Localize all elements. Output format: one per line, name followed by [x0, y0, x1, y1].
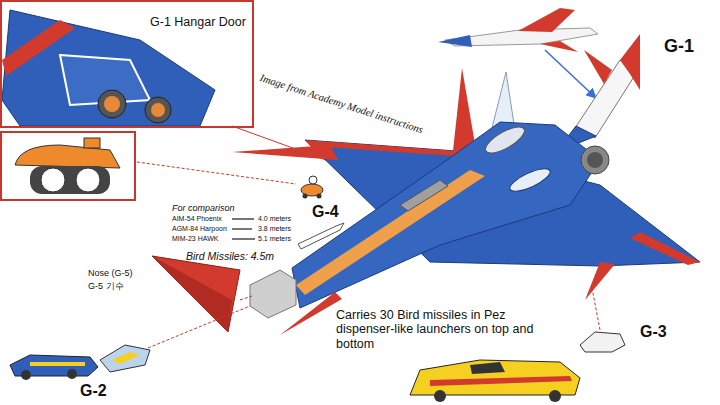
g1-illustration: [584, 50, 612, 84]
god-phoenix-illustration: [400, 180, 448, 211]
g2-illustration: [30, 362, 85, 366]
g3-illustration: [430, 376, 572, 386]
g4-illustration: [317, 194, 322, 199]
g3-illustration: [592, 288, 600, 330]
hangar-illustration: [98, 90, 126, 118]
missile-icons: [232, 238, 255, 240]
god-phoenix-illustration: [587, 152, 603, 168]
table-cell: AGM-84 Harpoon: [172, 225, 227, 233]
g3-illustration: [434, 390, 446, 402]
god-phoenix-illustration: [232, 145, 338, 160]
g4-illustration: [309, 176, 317, 184]
god-phoenix-illustration: [296, 170, 485, 295]
g3-illustration: [549, 390, 561, 402]
g2-illustration: [148, 306, 250, 348]
g3-illustration: [470, 362, 505, 374]
god-phoenix-illustration: [492, 72, 514, 128]
watermark-note: Image from Academy Model instructions: [258, 72, 424, 136]
g2-illustration: [67, 369, 77, 379]
g4-illustration: [303, 194, 308, 199]
missile-icons: [232, 228, 252, 230]
inset-title: G-1 Hangar Door: [150, 15, 246, 29]
part-label: G-2: [80, 382, 107, 400]
g4-illustration: [76, 168, 100, 192]
table-cell: 4.0 meters: [258, 215, 291, 223]
god-phoenix-illustration: [292, 122, 600, 308]
missile-icons: [232, 219, 255, 239]
part-label: G-1: [664, 36, 694, 57]
g5-illustration: [240, 296, 252, 300]
g5-illustration: [152, 256, 232, 332]
g4-illustration: [137, 162, 296, 184]
god-phoenix-illustration: [581, 146, 609, 174]
g5-illustration: [152, 256, 252, 332]
g3-illustration: [580, 332, 625, 352]
g4-illustration: [84, 138, 100, 148]
god-phoenix-illustration: [232, 68, 700, 335]
part-label: Nose (G-5): [88, 268, 133, 278]
table-cell: 3.8 meters: [258, 225, 291, 233]
part-label: G-4: [312, 203, 339, 221]
note: Carries 30 Bird missiles in Pez dispense…: [336, 308, 566, 351]
hangar-illustration: [151, 103, 165, 117]
table-cell: AIM-54 Phoenix: [172, 215, 222, 223]
part-label: G-5 기수: [88, 281, 124, 291]
g1-inset-illustration: [438, 35, 472, 47]
god-phoenix-illustration: [630, 232, 700, 265]
g5-illustration: [152, 256, 240, 332]
g2-illustration: [21, 370, 31, 380]
g2-illustration: [10, 306, 250, 380]
table-heading: For comparison: [172, 203, 235, 213]
god-phoenix-illustration: [482, 122, 528, 158]
g3-illustration: [410, 360, 580, 395]
g1-inset-illustration: [518, 8, 575, 32]
hangar-illustration: [104, 96, 120, 112]
g4-illustration: [1, 132, 135, 200]
god-phoenix-illustration: [298, 223, 344, 249]
god-phoenix-illustration: [507, 164, 553, 195]
table-cell: MIM-23 HAWK: [172, 235, 218, 243]
god-phoenix-illustration: [250, 270, 296, 318]
g2-illustration: [112, 352, 140, 364]
hangar-illustration: [145, 97, 171, 123]
table-cell: 5.1 meters: [258, 235, 291, 243]
g2-illustration: [100, 345, 150, 372]
g4-illustration: [1, 132, 323, 200]
g4-illustration: [30, 166, 110, 194]
dimension-note: Bird Missiles: 4.5m: [186, 250, 274, 262]
missile-icons: [232, 218, 254, 220]
g1-illustration: [620, 34, 640, 90]
god-phoenix-illustration: [585, 262, 615, 300]
part-label: G-3: [640, 323, 667, 341]
g4-illustration: [15, 145, 120, 168]
g3-illustration: [410, 288, 625, 402]
g4-illustration: [41, 168, 65, 192]
inset-box: G-1 Hangar Door: [0, 0, 254, 128]
